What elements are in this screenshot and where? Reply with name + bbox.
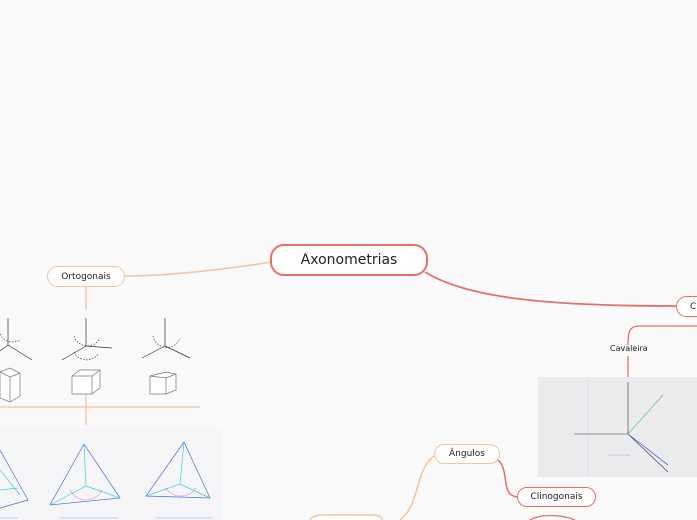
triangles-panel xyxy=(0,428,222,520)
cube-2 xyxy=(71,369,101,395)
node-cavaleira[interactable]: Cavaleira xyxy=(610,344,648,353)
node-c-label: C xyxy=(690,301,697,312)
branch-angulos-clinogonais xyxy=(497,459,518,498)
cube-3 xyxy=(149,371,177,395)
node-angulos-label: Ângulos xyxy=(449,449,485,459)
branch-root-c xyxy=(424,271,677,307)
triangle-3 xyxy=(145,441,211,499)
cube-1 xyxy=(0,367,21,403)
node-angulos[interactable]: Ângulos xyxy=(434,444,500,464)
cavaleira-image-panel xyxy=(538,377,697,477)
node-clinogonais-label: Clinogonais xyxy=(530,492,583,502)
cavaleira-axes xyxy=(574,377,669,477)
triangle-1 xyxy=(0,449,29,509)
axis-sketch-1 xyxy=(0,318,33,361)
root-node-label: Axonometrias xyxy=(300,252,398,268)
node-ortogonais[interactable]: Ortogonais xyxy=(47,266,125,287)
axis-sketch-2 xyxy=(61,318,113,361)
triangle-2 xyxy=(49,443,121,506)
branch-angulos-down xyxy=(399,455,435,520)
node-clinogonais[interactable]: Clinogonais xyxy=(517,487,596,507)
node-cavaleira-label: Cavaleira xyxy=(610,344,648,353)
partial-node-bottom xyxy=(309,514,383,520)
branch-c-cavaleira xyxy=(627,325,697,346)
branch-clinogonais-down xyxy=(529,514,576,520)
node-c-partial[interactable]: C xyxy=(676,296,697,317)
branch-root-ortogonais xyxy=(124,261,273,277)
root-node-axonometrias[interactable]: Axonometrias xyxy=(270,244,428,276)
axis-sketch-3 xyxy=(141,318,191,359)
node-ortogonais-label: Ortogonais xyxy=(61,271,111,282)
